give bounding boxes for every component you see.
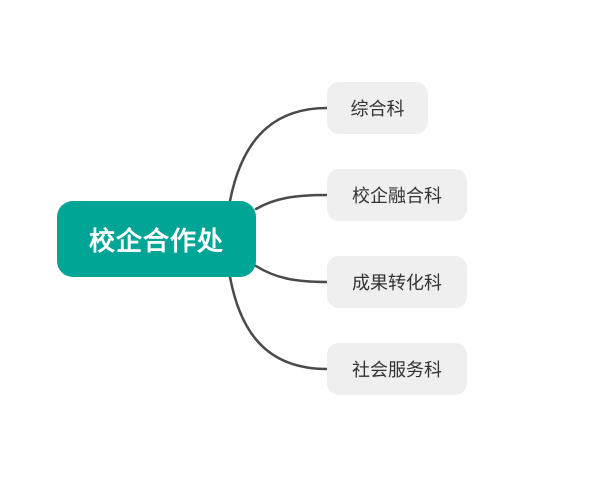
child-node-label: 成果转化科 xyxy=(352,273,442,294)
child-node-label: 校企融合科 xyxy=(352,186,442,207)
connector-to-child-0 xyxy=(228,106,329,203)
root-node-label: 校企合作处 xyxy=(88,226,224,257)
child-node-transfer-section[interactable]: 成果转化科 xyxy=(327,256,467,308)
child-node-service-section[interactable]: 社会服务科 xyxy=(327,343,467,395)
child-node-integration-section[interactable]: 校企融合科 xyxy=(327,169,467,221)
child-node-general-section[interactable]: 综合科 xyxy=(327,82,428,134)
root-node[interactable]: 校企合作处 xyxy=(57,201,256,277)
connector-to-child-3 xyxy=(228,275,329,371)
connector-to-child-1 xyxy=(254,193,329,211)
child-node-label: 社会服务科 xyxy=(352,360,442,381)
child-node-label: 综合科 xyxy=(350,99,405,120)
connector-to-child-2 xyxy=(254,264,329,284)
